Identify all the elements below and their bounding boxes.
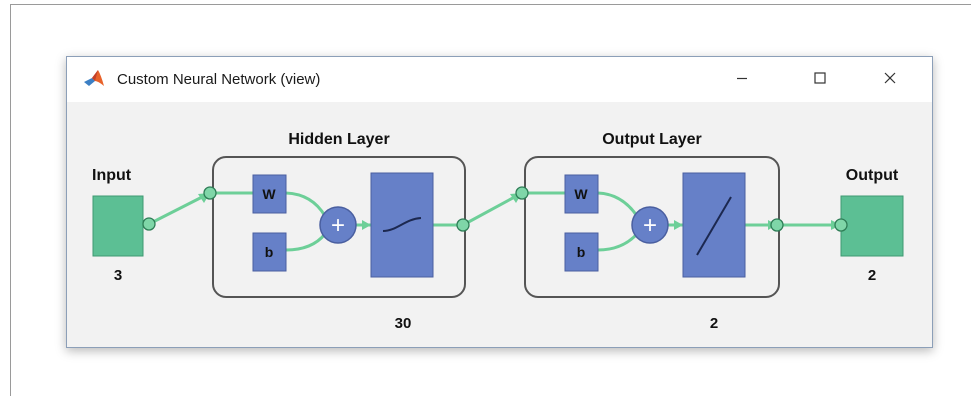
output-size-label: 2	[868, 267, 876, 284]
close-icon	[884, 71, 896, 89]
output-w-to-sum	[596, 191, 639, 218]
hidden-sum-symbol: +	[331, 212, 345, 239]
hidden-weight-label: W	[262, 186, 276, 202]
output-exit-node	[770, 218, 784, 232]
hidden-layer-title: Hidden Layer	[288, 131, 389, 148]
maximize-icon	[814, 71, 826, 89]
hidden-entry-node	[203, 186, 217, 200]
minimize-button[interactable]	[719, 57, 765, 102]
output-weight-block	[564, 174, 599, 214]
matlab-logo-icon	[83, 69, 105, 89]
close-button[interactable]	[867, 57, 913, 102]
output-weight-label: W	[574, 186, 588, 202]
output-layer-title: Output Layer	[602, 131, 702, 148]
input-size-label: 3	[114, 267, 122, 284]
arrow-hidden-transfer-icon	[362, 220, 371, 230]
tansig-curve-icon	[382, 217, 422, 232]
maximize-button[interactable]	[797, 57, 843, 102]
nn-view-window: Custom Neural Network (view)	[66, 56, 933, 348]
hidden-bias-block	[252, 232, 287, 272]
output-sum-symbol: +	[643, 212, 657, 239]
output-label: Output	[846, 167, 899, 184]
output-box	[840, 195, 904, 257]
hidden-w-to-sum	[284, 191, 327, 218]
arrow-output-transfer-icon	[674, 220, 683, 230]
network-diagram: Input 3 Hidden Layer W b + 30 Output Lay…	[92, 131, 904, 332]
hidden-exit-node	[456, 218, 470, 232]
purelin-line-icon	[696, 196, 732, 256]
hidden-bias-label: b	[265, 244, 274, 260]
window-title: Custom Neural Network (view)	[117, 71, 321, 88]
frame-top-border	[10, 4, 971, 5]
title-bar[interactable]: Custom Neural Network (view)	[67, 57, 932, 102]
hidden-weight-block	[252, 174, 287, 214]
hidden-b-to-sum	[284, 232, 327, 252]
input-box	[92, 195, 144, 257]
input-label: Input	[92, 167, 132, 184]
frame-left-border	[10, 4, 11, 396]
network-diagram-area: Input 3 Hidden Layer W b + 30 Output Lay…	[67, 102, 932, 347]
output-sum-node	[631, 206, 669, 244]
output-b-to-sum	[596, 232, 639, 252]
output-box-node	[834, 218, 848, 232]
hidden-sum-node	[319, 206, 357, 244]
input-node	[142, 217, 156, 231]
output-bias-label: b	[577, 244, 586, 260]
output-layer-size: 2	[710, 315, 718, 332]
output-entry-node	[515, 186, 529, 200]
minimize-icon	[736, 71, 748, 89]
hidden-layer-size: 30	[395, 315, 412, 332]
inter-layer-connector	[461, 191, 524, 227]
input-connector	[147, 191, 212, 226]
output-bias-block	[564, 232, 599, 272]
